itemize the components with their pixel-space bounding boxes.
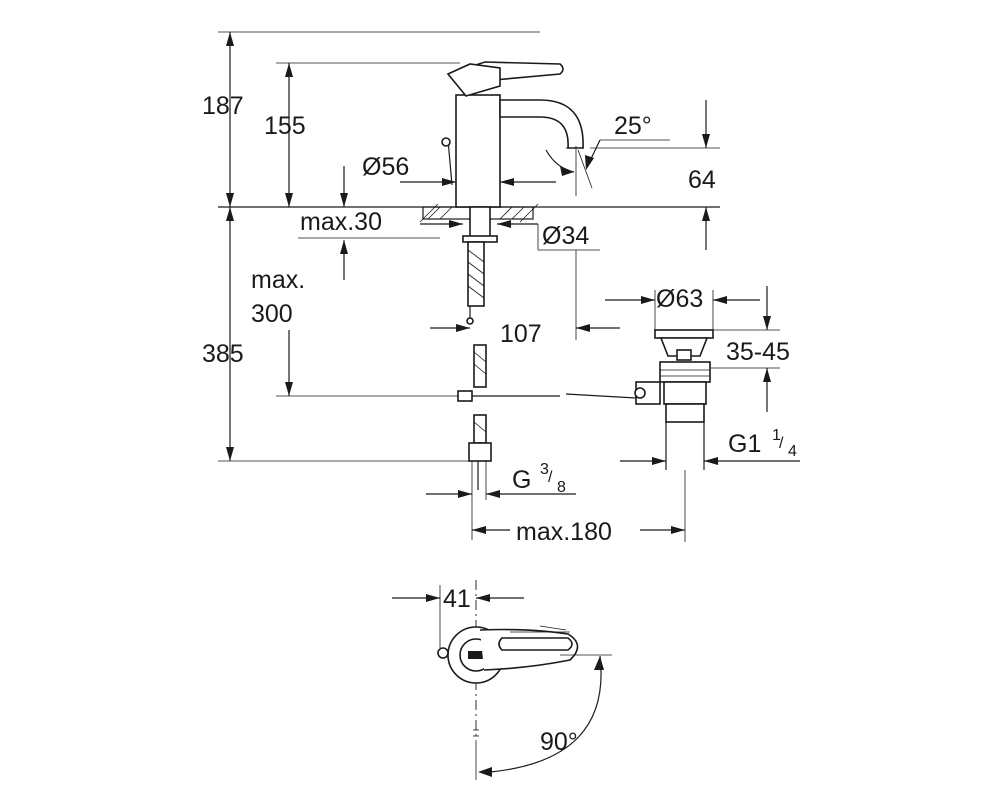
dimension-64 <box>590 100 720 250</box>
dimension-angle90 <box>475 655 604 780</box>
dim-g38-num: 3 <box>540 461 549 478</box>
dimension-d56 <box>400 178 556 186</box>
dim-max300-line2: 300 <box>251 300 293 328</box>
dimension-max180 <box>472 470 686 542</box>
dim-max30-label: max.30 <box>300 208 382 236</box>
dim-187-label: 187 <box>202 92 244 120</box>
dim-max300-line1: max. <box>251 266 305 294</box>
dimension-g114 <box>620 457 800 465</box>
dim-g114-num: 1 <box>772 427 781 444</box>
dim-g114-main: G1 <box>728 430 761 458</box>
dimension-d63 <box>605 290 760 330</box>
dimension-35-45 <box>710 286 780 412</box>
dim-g38-den: 8 <box>557 479 566 496</box>
dimension-187 <box>218 31 540 207</box>
dim-155-label: 155 <box>264 112 306 140</box>
waste-fitting <box>634 329 714 470</box>
dim-g114-den: 4 <box>788 443 797 460</box>
faucet-side-view <box>419 61 637 490</box>
dimension-g38 <box>426 461 576 540</box>
dimension-max300 <box>276 330 462 397</box>
dim-d56-label: Ø56 <box>362 153 409 181</box>
dim-d63-label: Ø63 <box>656 285 703 313</box>
dimension-angle25 <box>545 139 670 196</box>
dimension-41 <box>392 585 524 648</box>
dim-g38-main: G <box>512 466 531 494</box>
dim-41-label: 41 <box>443 585 471 613</box>
dim-d34-label: Ø34 <box>542 222 589 250</box>
dim-35-45-label: 35-45 <box>726 338 790 366</box>
dim-max180-label: max.180 <box>516 518 612 546</box>
dim-g114-slash: / <box>779 435 784 452</box>
dim-angle25-label: 25° <box>614 112 652 140</box>
dim-385-label: 385 <box>202 340 244 368</box>
dimension-107 <box>430 250 620 340</box>
faucet-top-view <box>437 580 612 740</box>
dimension-max30 <box>298 166 440 280</box>
dim-107-label: 107 <box>500 320 542 348</box>
dim-angle90-label: 90° <box>540 728 578 756</box>
dimension-385 <box>218 207 480 462</box>
dim-64-label: 64 <box>688 166 716 194</box>
dimension-155 <box>276 62 460 207</box>
dimension-d34 <box>420 220 600 251</box>
dim-g38-slash: / <box>548 469 553 486</box>
